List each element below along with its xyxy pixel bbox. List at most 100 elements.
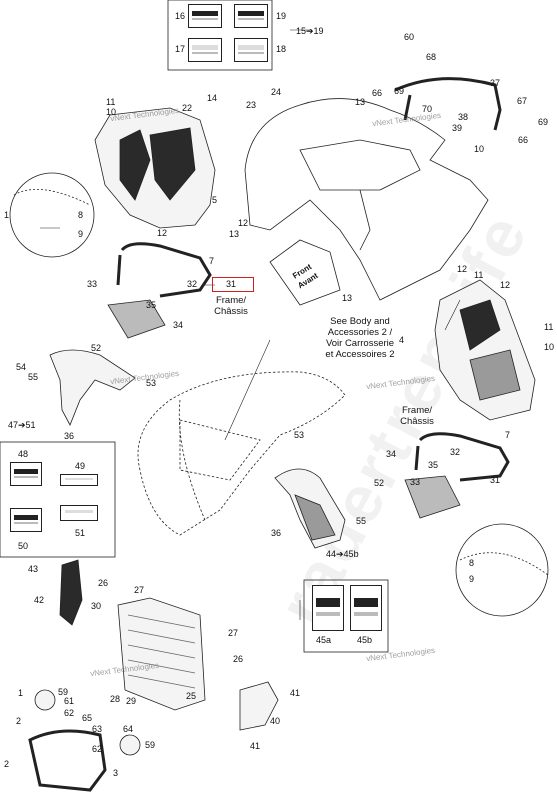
callout-25: 25 xyxy=(186,691,197,701)
callout-52b: 52 xyxy=(374,478,385,488)
callout-13b: 13 xyxy=(229,229,240,239)
see-body-line2: Accessories 2 / xyxy=(327,327,393,338)
callout-53: 53 xyxy=(146,378,157,388)
callout-26a: 26 xyxy=(98,578,109,588)
callout-34b: 34 xyxy=(386,449,397,459)
frame-note-right-line1: Frame/ xyxy=(401,405,433,416)
decal-17 xyxy=(188,38,222,62)
decal-45b xyxy=(350,585,382,631)
callout-31a: 31 xyxy=(226,279,237,289)
callout-3: 3 xyxy=(113,768,119,778)
callout-36a: 36 xyxy=(64,431,75,441)
callout-39: 39 xyxy=(452,123,463,133)
callout-4: 4 xyxy=(399,335,405,345)
front-arrow xyxy=(269,239,341,306)
decal-49 xyxy=(60,474,98,486)
callout-27a: 27 xyxy=(134,585,145,595)
side-guard-left xyxy=(59,559,83,626)
decal-51 xyxy=(60,505,98,521)
callout-1b: 1 xyxy=(18,688,24,698)
decal-50 xyxy=(10,508,42,532)
callout-7a: 7 xyxy=(209,256,215,266)
callout-66b: 66 xyxy=(518,135,529,145)
callout-64: 64 xyxy=(123,724,134,734)
callout-67: 67 xyxy=(517,96,528,106)
detail-inset-left xyxy=(9,172,95,258)
callout-63: 63 xyxy=(92,724,103,734)
callout-36b: 36 xyxy=(271,528,282,538)
callout-1a: 1 xyxy=(4,210,10,220)
callout-40: 40 xyxy=(270,716,281,726)
callout-11b: 11 xyxy=(474,270,484,280)
callout-27b: 27 xyxy=(228,628,239,638)
decal-box-center xyxy=(303,579,389,653)
callout-59b: 59 xyxy=(145,740,156,750)
callout-19: 19 xyxy=(276,11,287,21)
callout-41a: 41 xyxy=(290,688,301,698)
callout-66a: 66 xyxy=(372,88,383,98)
callout-45b: 45b xyxy=(357,635,373,645)
callout-61: 61 xyxy=(64,696,75,706)
callout-49: 49 xyxy=(75,461,86,471)
callout-9b: 9 xyxy=(469,574,475,584)
callout-11c: 11 xyxy=(544,322,554,332)
callout-15-19: 15➔19 xyxy=(296,26,324,36)
callout-26b: 26 xyxy=(233,654,244,664)
callout-45a: 45a xyxy=(316,635,332,645)
callout-18: 18 xyxy=(276,44,287,54)
front-bumper-right xyxy=(418,432,510,482)
callout-53b: 53 xyxy=(294,430,305,440)
callout-2b: 2 xyxy=(4,759,10,769)
frame-outline xyxy=(137,371,346,536)
decal-kit-box xyxy=(167,0,273,71)
see-body-note: See Body and Accessories 2 / Voir Carros… xyxy=(305,316,415,360)
callout-14a: 14 xyxy=(207,93,218,103)
callout-13a: 13 xyxy=(355,97,366,107)
callout-22: 22 xyxy=(182,103,193,113)
callout-62b: 62 xyxy=(92,744,103,754)
callout-35a: 35 xyxy=(146,300,157,310)
callout-69b: 69 xyxy=(538,117,549,127)
callout-38: 38 xyxy=(458,112,469,122)
decal-16 xyxy=(188,4,222,28)
callout-43: 43 xyxy=(28,564,39,574)
see-body-line4: et Accessoires 2 xyxy=(325,349,395,360)
callout-47-51: 47➔51 xyxy=(8,420,36,430)
callout-7b: 7 xyxy=(505,430,511,440)
callout-30: 30 xyxy=(91,601,102,611)
callout-16: 16 xyxy=(175,11,186,21)
rear-rack xyxy=(394,77,502,131)
callout-60: 60 xyxy=(404,32,415,42)
frame-note-left: Frame/ Châssis xyxy=(206,295,256,317)
see-body-line1: See Body and xyxy=(330,316,390,327)
callout-2a: 2 xyxy=(16,716,22,726)
callout-41b: 41 xyxy=(250,741,261,751)
callout-10a: 10 xyxy=(106,107,117,117)
callout-32b: 32 xyxy=(450,447,461,457)
callout-54: 54 xyxy=(16,362,27,372)
callout-52: 52 xyxy=(91,343,102,353)
callout-12c: 12 xyxy=(457,264,468,274)
bumper-bottom-left xyxy=(28,729,107,792)
mud-flap-left xyxy=(49,349,136,426)
callout-9a: 9 xyxy=(78,229,84,239)
decal-18 xyxy=(234,38,268,62)
frame-note-right: Frame/ Châssis xyxy=(392,405,442,427)
callout-17: 17 xyxy=(175,44,186,54)
frame-note-right-line2: Châssis xyxy=(400,416,434,427)
callout-29: 29 xyxy=(126,696,137,706)
callout-8b: 8 xyxy=(469,558,475,568)
callout-70: 70 xyxy=(422,104,433,114)
callout-34a: 34 xyxy=(173,320,184,330)
callout-44-45b: 44➔45b xyxy=(326,549,359,559)
callout-35b: 35 xyxy=(428,460,439,470)
side-guard-right xyxy=(239,681,279,731)
callout-10b: 10 xyxy=(474,144,485,154)
callout-13c: 13 xyxy=(342,293,353,303)
callout-8a: 8 xyxy=(78,210,84,220)
callout-10c: 10 xyxy=(544,342,555,352)
callout-24: 24 xyxy=(271,87,282,97)
frame-note-left-line1: Frame/ xyxy=(215,295,247,306)
